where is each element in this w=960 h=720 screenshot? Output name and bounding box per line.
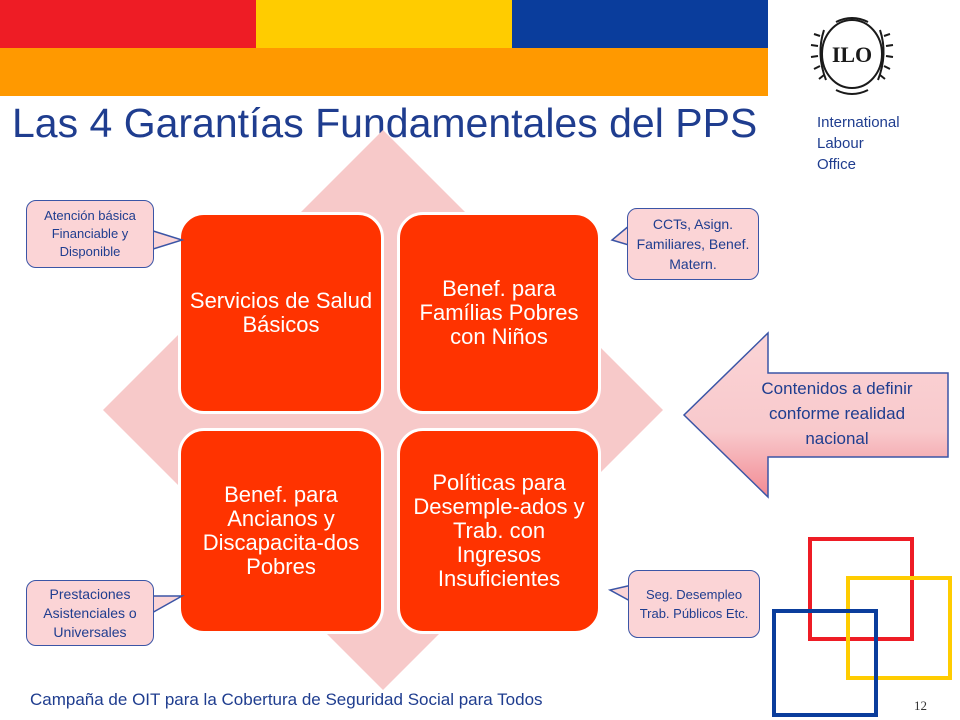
arrow-callout-text: Contenidos a definir conforme realidad n… <box>742 376 932 451</box>
callout-unemployment-text: Seg. Desempleo Trab. Públicos Etc. <box>639 587 749 621</box>
arrow-callout-label: Contenidos a definir conforme realidad n… <box>761 379 913 448</box>
color-bar-blue <box>512 0 768 48</box>
decorative-square-blue <box>772 609 878 717</box>
callout-unemployment: Seg. Desempleo Trab. Públicos Etc. <box>628 570 760 638</box>
org-line-3: Office <box>817 156 856 173</box>
page-number: 12 <box>914 698 927 713</box>
quadrant-health-services: Servicios de Salud Básicos <box>178 212 384 414</box>
quadrant-unemployment-policies-label: Políticas para Desemple-ados y Trab. con… <box>413 470 585 591</box>
quadrant-elderly-disabled: Benef. para Ancianos y Discapacita-dos P… <box>178 428 384 634</box>
color-bar-yellow <box>256 0 512 48</box>
decorative-square-yellow <box>846 576 952 680</box>
callout-basic-care: Atención básica Financiable y Disponible <box>26 200 154 268</box>
organization-name: International Labour Office <box>817 112 900 175</box>
callout-social-assistance: Prestaciones Asistenciales o Universales <box>26 580 154 646</box>
color-bar-orange <box>0 48 768 96</box>
callout-cct-benefits: CCTs, Asign. Familiares, Benef. Matern. <box>627 208 759 280</box>
ilo-logo-icon: ILO <box>810 17 894 95</box>
callout-basic-care-text: Atención básica Financiable y Disponible <box>44 208 136 259</box>
color-bar-red <box>0 0 256 48</box>
footer-campaign-text: Campaña de OIT para la Cobertura de Segu… <box>30 690 543 709</box>
quadrant-elderly-disabled-label: Benef. para Ancianos y Discapacita-dos P… <box>202 482 360 579</box>
org-line-1: International <box>817 114 900 131</box>
decorative-square-red <box>808 537 914 641</box>
quadrant-poor-families: Benef. para Famílias Pobres con Niños <box>397 212 601 414</box>
quadrant-health-services-label: Servicios de Salud Básicos <box>189 288 373 337</box>
quadrant-poor-families-label: Benef. para Famílias Pobres con Niños <box>419 276 579 349</box>
svg-text:ILO: ILO <box>832 42 872 67</box>
callout-cct-benefits-text: CCTs, Asign. Familiares, Benef. Matern. <box>636 216 750 272</box>
org-line-2: Labour <box>817 135 864 152</box>
arrow-callout-shape <box>682 331 949 499</box>
quadrant-unemployment-policies: Políticas para Desemple-ados y Trab. con… <box>397 428 601 634</box>
callout-social-assistance-text: Prestaciones Asistenciales o Universales <box>43 585 137 640</box>
